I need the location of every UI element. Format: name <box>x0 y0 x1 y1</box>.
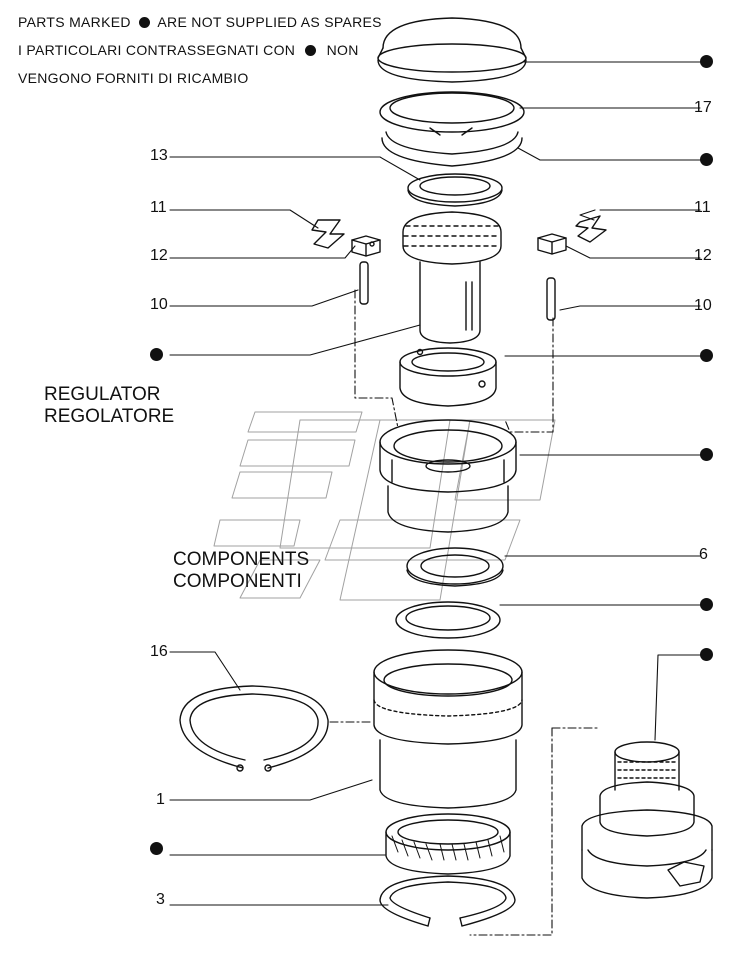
pin-10-left <box>359 261 369 305</box>
pin-10-right <box>546 277 556 321</box>
washer-13 <box>407 173 503 207</box>
regulator-title: REGULATOR REGOLATORE <box>44 384 174 428</box>
nozzle-part <box>581 741 713 899</box>
gear-shaft-part <box>402 211 502 344</box>
non-spare-dot <box>150 842 163 855</box>
callout-6: 6 <box>699 546 708 563</box>
non-spare-dot <box>700 55 713 68</box>
note-line-1: PARTS MARKED ARE NOT SUPPLIED AS SPARES <box>18 14 382 30</box>
callout-12-left: 12 <box>150 247 168 264</box>
leader-lines <box>169 61 701 936</box>
components-title-en: COMPONENTS <box>173 549 310 570</box>
circlip-3 <box>379 875 516 927</box>
note-line-3-text: VENGONO FORNITI DI RICAMBIO <box>18 70 249 86</box>
components-title: COMPONENTS COMPONENTI <box>173 549 309 593</box>
main-body-1 <box>373 649 523 809</box>
non-spare-dot <box>700 648 713 661</box>
non-spare-dot <box>700 153 713 166</box>
spring-clip-11-right <box>575 215 607 243</box>
non-spare-dot <box>150 348 163 361</box>
regulator-title-it: REGOLATORE <box>44 406 175 427</box>
callout-11-right: 11 <box>694 199 711 216</box>
note-line-2-text: I PARTICOLARI CONTRASSEGNATI CON <box>18 42 296 58</box>
non-spare-dot <box>700 448 713 461</box>
spare-marker-dot <box>138 17 150 28</box>
washer-6 <box>406 547 504 587</box>
block-12-left <box>351 235 381 257</box>
regulator-title-en: REGULATOR <box>44 384 161 405</box>
bushing-ring <box>399 347 497 407</box>
top-cap-part <box>377 17 527 83</box>
note-line-1-text: PARTS MARKED <box>18 14 131 30</box>
callout-10-right: 10 <box>694 297 712 314</box>
non-spare-dot <box>700 598 713 611</box>
callout-11-left: 11 <box>150 199 167 216</box>
note-line-3: VENGONO FORNITI DI RICAMBIO <box>18 70 249 86</box>
snap-ring-16 <box>179 685 329 772</box>
non-spare-dot <box>700 349 713 362</box>
bearing-part <box>385 813 511 875</box>
spare-marker-dot <box>305 45 317 56</box>
callout-13: 13 <box>150 147 168 164</box>
callout-16: 16 <box>150 643 168 660</box>
note-line-2-tail: NON <box>326 42 359 58</box>
callout-17: 17 <box>694 99 712 116</box>
callout-1: 1 <box>156 791 165 808</box>
callout-12-right: 12 <box>694 247 712 264</box>
spring-clip-11-left <box>311 219 345 249</box>
note-line-2: I PARTICOLARI CONTRASSEGNATI CON NON <box>18 42 359 58</box>
o-ring <box>395 601 501 639</box>
note-line-1-tail: ARE NOT SUPPLIED AS SPARES <box>157 14 382 30</box>
components-title-it: COMPONENTI <box>173 571 302 592</box>
callout-10-left: 10 <box>150 296 168 313</box>
block-12-right <box>537 233 567 255</box>
regulator-housing <box>379 419 517 533</box>
callout-3: 3 <box>156 891 165 908</box>
retaining-ring-17 <box>379 91 525 167</box>
